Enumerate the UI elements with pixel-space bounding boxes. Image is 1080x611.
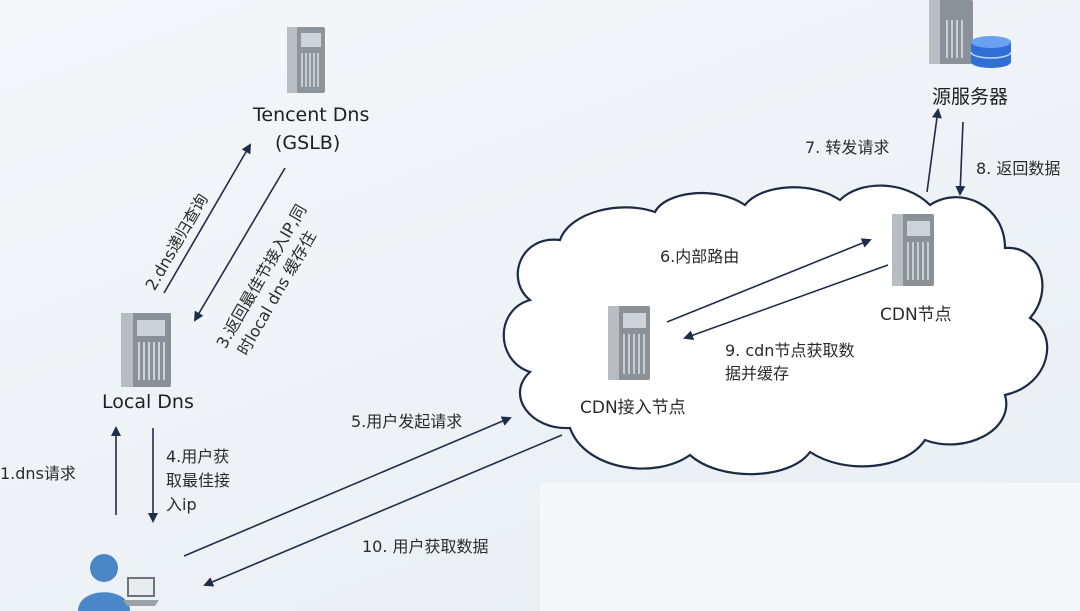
- database-icon: [970, 36, 1012, 68]
- user-icon: [78, 554, 130, 611]
- arrow-cdn-fetch-cache: [683, 264, 889, 340]
- arrow-dns-recursive: [163, 143, 252, 294]
- step-1-label: 1.dns请求: [0, 464, 76, 483]
- origin-server-label: 源服务器: [932, 86, 1009, 108]
- server-icon: [287, 27, 325, 93]
- laptop-icon: [123, 577, 159, 606]
- arrow-user-get-data: [203, 434, 563, 587]
- arrow-forward-request: [926, 108, 942, 193]
- server-icon: [929, 0, 973, 64]
- step-5-label: 5.用户发起请求: [351, 412, 463, 431]
- cdn-access-node-label: CDN接入节点: [580, 398, 686, 418]
- step-4-line1: 4.用户获: [166, 447, 230, 466]
- local-dns-label: Local Dns: [102, 391, 194, 413]
- server-icon: [121, 313, 171, 387]
- gslb-label: (GSLB): [275, 132, 341, 154]
- arrow-return-best-ip: [193, 167, 286, 322]
- step-9-line2: 据并缓存: [725, 364, 790, 383]
- server-icon: [608, 306, 650, 380]
- step-9-line1: 9. cdn节点获取数: [725, 341, 855, 360]
- tencent-dns-label: Tencent Dns: [253, 104, 370, 126]
- cdn-node-label: CDN节点: [880, 305, 952, 325]
- cloud-shape: [502, 184, 1049, 476]
- step-7-label: 7. 转发请求: [805, 138, 890, 157]
- step-4-line3: 入ip: [166, 495, 197, 514]
- step-10-label: 10. 用户获取数据: [362, 537, 489, 556]
- step-8-label: 8. 返回数据: [976, 159, 1061, 178]
- arrow-user-request: [183, 416, 512, 557]
- step-6-label: 6.内部路由: [660, 247, 740, 266]
- arrow-return-data: [955, 121, 966, 196]
- step-4-line2: 取最佳接: [166, 471, 231, 490]
- arrow-internal-route: [666, 238, 872, 323]
- blank-panel: [540, 483, 1080, 611]
- server-icon: [892, 214, 934, 286]
